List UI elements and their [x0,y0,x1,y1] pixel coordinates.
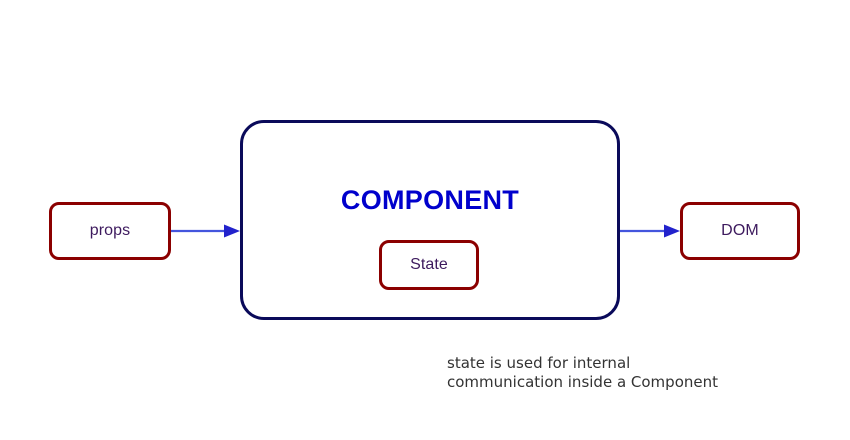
node-component-title: COMPONENT [340,185,520,215]
node-dom[interactable]: DOM [680,202,800,260]
arrow-props-to-component-icon [171,223,241,239]
node-state[interactable]: State [379,240,479,290]
arrow-component-to-dom-icon [620,223,681,239]
node-dom-label: DOM [721,222,759,239]
diagram-caption: state is used for internal communication… [447,354,718,391]
node-component[interactable]: COMPONENT [240,120,620,320]
node-props[interactable]: props [49,202,171,260]
node-state-label: State [410,256,448,273]
node-props-label: props [89,222,131,239]
